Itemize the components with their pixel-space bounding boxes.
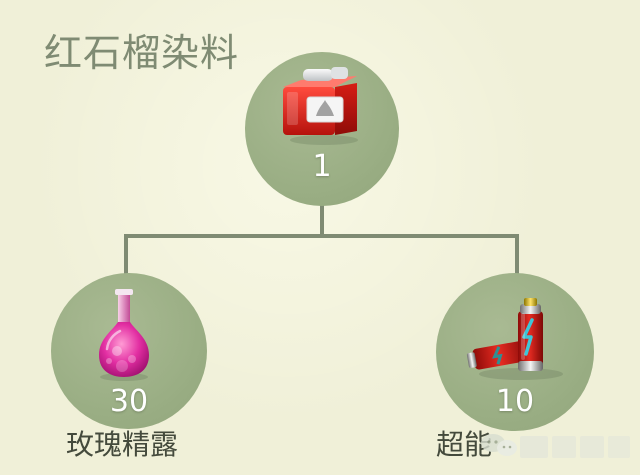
node-label-rose-essence: 玫瑰精露 — [66, 428, 179, 461]
node-super-battery[interactable]: 10 — [436, 273, 594, 431]
page-title: 红石榴染料 — [44, 31, 240, 75]
node-super-battery-count: 10 — [495, 384, 535, 419]
red-toolbox-icon — [283, 67, 358, 145]
node-rose-essence[interactable]: 30 — [51, 273, 207, 429]
node-root-count: 1 — [312, 149, 332, 184]
watermark-icon — [481, 434, 630, 458]
node-root[interactable]: 1 — [245, 52, 399, 206]
pink-flask-icon — [99, 289, 149, 381]
battery-icon — [466, 298, 563, 380]
node-rose-essence-count: 30 — [109, 384, 149, 419]
